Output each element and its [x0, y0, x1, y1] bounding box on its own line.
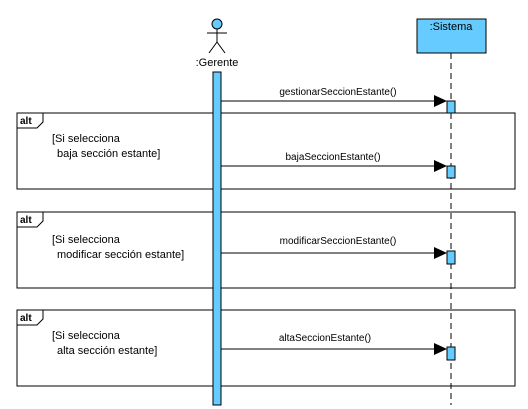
message-label: modificarSeccionEstante() — [280, 236, 397, 247]
system-activation-bar — [446, 250, 456, 265]
gerente-activation-bar — [212, 71, 222, 406]
actor-head — [211, 18, 223, 30]
message-modificar: modificarSeccionEstante() — [221, 236, 456, 265]
fragment-guard-line1: [Si selecciona — [52, 133, 121, 145]
alt-fragment-2: alt [Si selecciona modificar sección est… — [16, 211, 516, 289]
actor-left-leg — [208, 41, 218, 54]
fragment-frame — [16, 112, 516, 190]
message-alta: altaSeccionEstante() — [221, 333, 456, 361]
actor-right-leg — [216, 41, 226, 54]
fragment-guard-line2: modificar sección estante] — [57, 249, 184, 261]
fragment-guard-line1: [Si selecciona — [52, 234, 121, 246]
system-activation-bar — [446, 100, 456, 114]
message-label: gestionarSeccionEstante() — [279, 87, 396, 98]
fragment-tag — [16, 309, 44, 326]
system-lifeline-header: :Sistema — [416, 18, 487, 54]
message-arrowhead — [434, 95, 447, 107]
message-arrowhead — [434, 247, 447, 259]
alt-fragment-3: alt [Si selecciona alta sección estante] — [16, 309, 516, 387]
message-arrowhead — [434, 343, 447, 355]
fragment-guard-line1: [Si selecciona — [52, 330, 121, 342]
system-box — [416, 18, 487, 54]
message-baja: bajaSeccionEstante() — [221, 152, 456, 179]
message-gestionar: gestionarSeccionEstante() — [221, 87, 456, 114]
message-label: bajaSeccionEstante() — [285, 152, 380, 163]
fragment-frame — [16, 211, 516, 289]
system-label: :Sistema — [430, 21, 474, 33]
system-activation-bar — [446, 346, 456, 361]
fragment-guard-line2: baja sección estante] — [57, 148, 160, 160]
actor-label: :Gerente — [196, 57, 239, 69]
fragment-operator: alt — [20, 313, 32, 324]
actor-gerente: :Gerente — [196, 18, 239, 69]
fragment-guard-line2: alta sección estante] — [57, 345, 157, 357]
fragment-frame — [16, 309, 516, 387]
fragment-tag — [16, 211, 44, 228]
system-activation-bar — [446, 165, 456, 179]
alt-fragment-1: alt [Si selecciona baja sección estante] — [16, 112, 516, 190]
message-arrowhead — [434, 160, 447, 172]
message-label: altaSeccionEstante() — [279, 333, 371, 344]
fragment-tag — [16, 112, 44, 129]
fragment-operator: alt — [20, 215, 32, 226]
fragment-operator: alt — [20, 116, 32, 127]
